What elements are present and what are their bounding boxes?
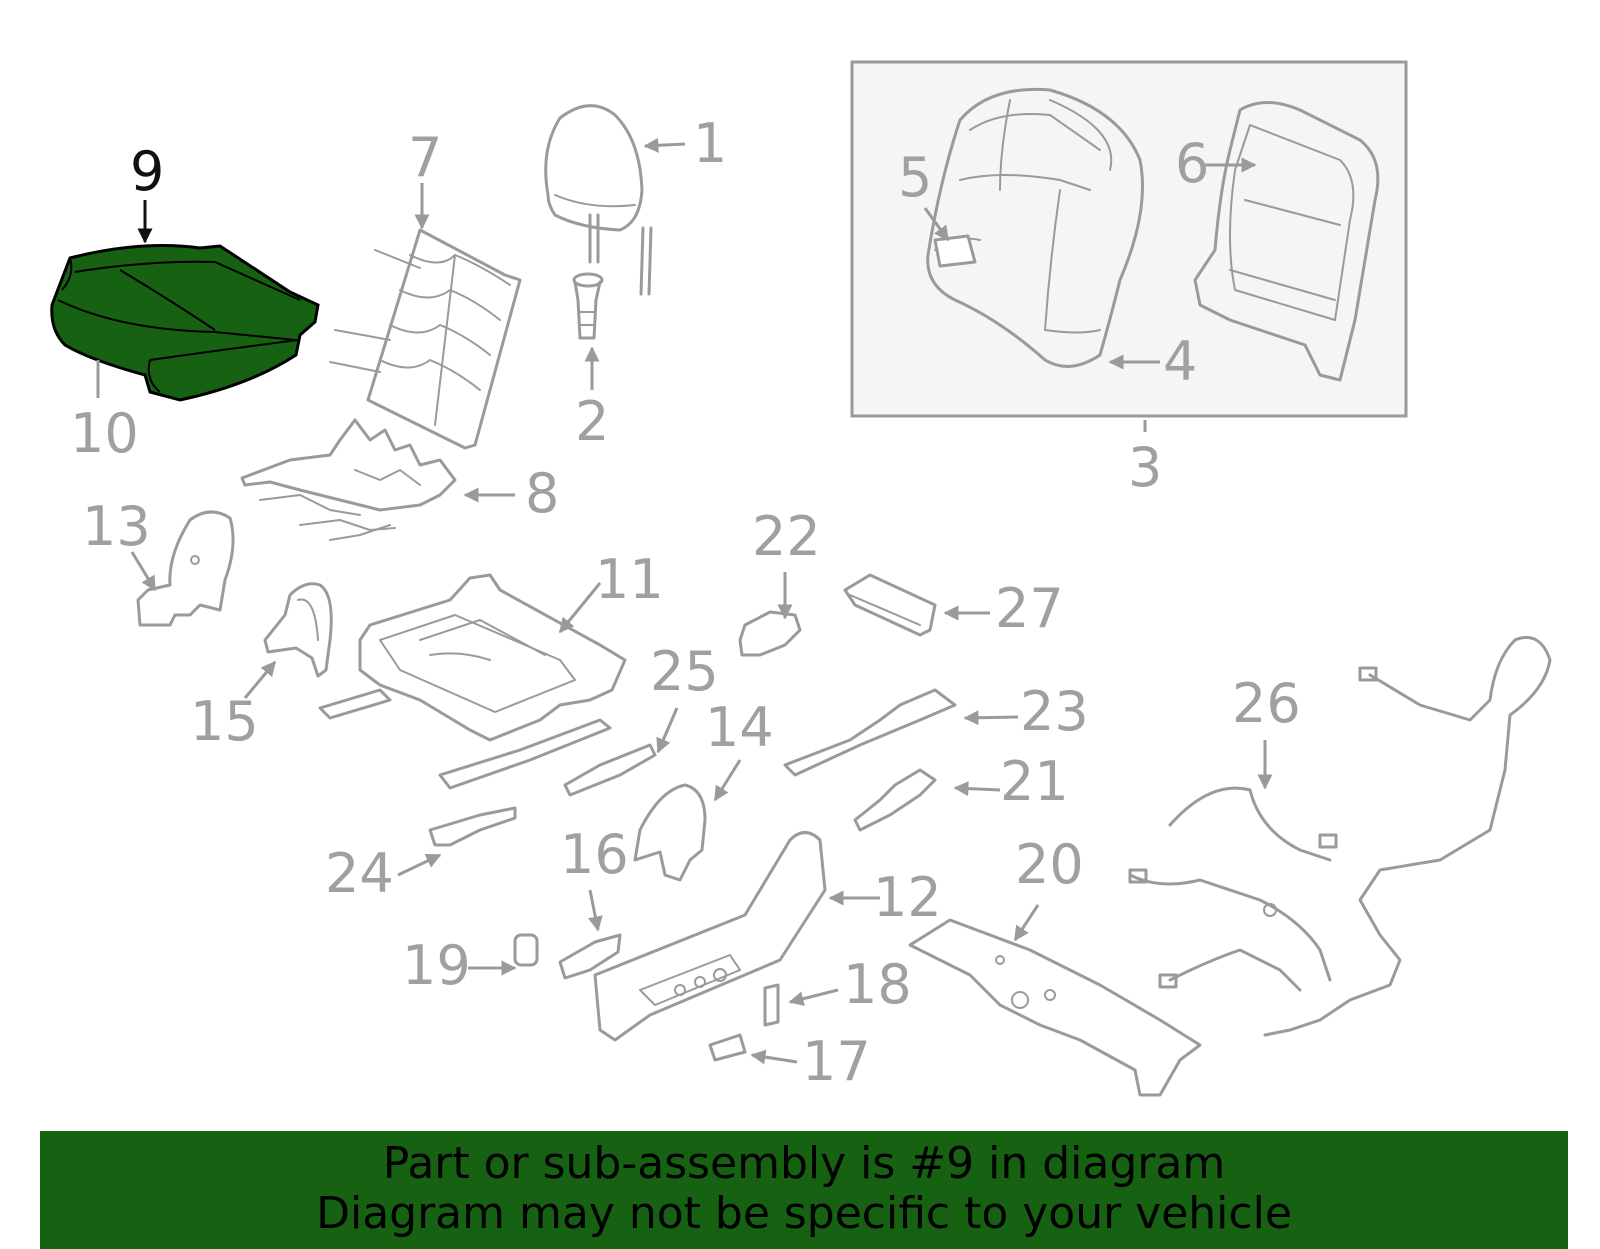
leader-lines <box>96 137 1273 1065</box>
info-banner: Part or sub-assembly is #9 in diagram Di… <box>40 1131 1568 1249</box>
part-1-headrest[interactable] <box>544 104 653 296</box>
callout-12: 12 <box>873 866 942 929</box>
part-12-side-shield[interactable] <box>593 831 827 1042</box>
callout-5: 5 <box>898 146 932 209</box>
part-9-seat-cushion[interactable] <box>50 244 320 402</box>
callout-13: 13 <box>82 495 151 558</box>
part-11-seat-frame[interactable] <box>318 573 627 790</box>
part-20-rail[interactable] <box>908 918 1202 1097</box>
callout-1: 1 <box>693 112 727 175</box>
part-17-knob[interactable] <box>708 1033 747 1062</box>
part-18-knob[interactable] <box>763 983 780 1027</box>
callout-15: 15 <box>190 690 259 753</box>
callout-3: 3 <box>1128 436 1162 499</box>
callout-22: 22 <box>752 505 821 568</box>
callout-18: 18 <box>843 953 912 1016</box>
part-26-wiring-harness[interactable] <box>1128 636 1552 1037</box>
part-14-cover[interactable] <box>633 783 707 882</box>
part-23-track-cover[interactable] <box>783 688 957 777</box>
callout-19: 19 <box>402 934 471 997</box>
callout-14: 14 <box>705 696 774 759</box>
part-2-headrest-guide[interactable] <box>572 272 604 340</box>
banner-line-2: Diagram may not be specific to your vehi… <box>316 1188 1292 1239</box>
part-7-seatback-spring[interactable] <box>329 228 522 450</box>
callout-10: 10 <box>70 402 139 465</box>
callout-16: 16 <box>560 823 629 886</box>
banner-line-1: Part or sub-assembly is #9 in diagram <box>382 1138 1226 1189</box>
part-16-switch[interactable] <box>558 933 622 980</box>
callout-4: 4 <box>1163 330 1197 393</box>
callout-2: 2 <box>575 390 609 453</box>
callout-27: 27 <box>995 577 1064 640</box>
part-25-bracket[interactable] <box>563 743 657 797</box>
part-22-switch[interactable] <box>738 610 802 657</box>
part-13-side-cover[interactable] <box>136 510 235 627</box>
callout-23: 23 <box>1020 680 1089 743</box>
callout-21: 21 <box>1000 750 1069 813</box>
callout-7: 7 <box>408 126 442 189</box>
part-15-bracket[interactable] <box>263 582 333 678</box>
callout-8: 8 <box>525 462 559 525</box>
callout-17: 17 <box>802 1030 871 1093</box>
part-21-bracket[interactable] <box>853 768 937 832</box>
part-24-bracket[interactable] <box>428 806 517 847</box>
part-27-module[interactable] <box>843 573 937 637</box>
callout-25: 25 <box>650 640 719 703</box>
callout-9: 9 <box>130 140 164 203</box>
callout-6: 6 <box>1175 132 1209 195</box>
callout-11: 11 <box>595 548 664 611</box>
callout-26: 26 <box>1232 672 1301 735</box>
callout-labels: 1 2 3 4 5 6 7 8 9 10 11 12 13 14 15 16 1… <box>70 112 1301 1093</box>
callout-24: 24 <box>325 842 394 905</box>
part-8-cushion-spring[interactable] <box>240 418 457 541</box>
part-19-knob[interactable] <box>513 933 539 967</box>
callout-20: 20 <box>1015 833 1084 896</box>
